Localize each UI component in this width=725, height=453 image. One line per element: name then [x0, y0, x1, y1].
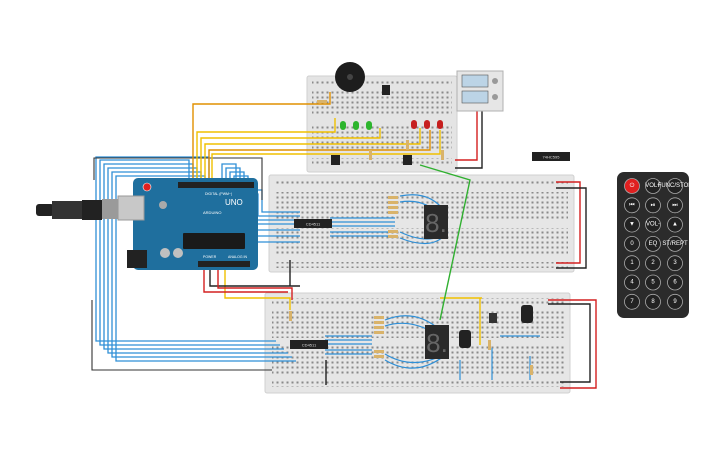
- remote-button-label: ⏯: [651, 202, 656, 208]
- usb-cable: [36, 199, 120, 220]
- transistors[interactable]: [331, 85, 412, 165]
- remote-button[interactable]: 6: [667, 274, 683, 291]
- remote-button[interactable]: 8: [645, 293, 661, 310]
- remote-button[interactable]: ▼: [624, 216, 640, 233]
- lower-digit: 8.: [426, 328, 448, 358]
- upper-seven-segment[interactable]: 8.: [424, 205, 448, 239]
- remote-button-label: 6: [673, 280, 677, 286]
- upper-digit: 8.: [425, 208, 447, 238]
- remote-button[interactable]: VOL+: [645, 178, 661, 194]
- arduino-uno[interactable]: UNO ARDUINO DIGITAL (PWM~) POWER ANALOG …: [117, 178, 258, 270]
- remote-button[interactable]: 3: [667, 255, 683, 272]
- upper-resistor-array: [388, 196, 398, 238]
- remote-button[interactable]: 2: [645, 255, 661, 272]
- wire-power: [203, 105, 597, 389]
- remote-button[interactable]: 5: [645, 274, 661, 291]
- green-leds[interactable]: [340, 121, 372, 130]
- dc-power-supply[interactable]: [456, 70, 504, 112]
- capacitors[interactable]: [459, 305, 533, 348]
- remote-button[interactable]: FUNC/STOP: [658, 178, 693, 194]
- remote-button-label: ⏻: [630, 182, 635, 189]
- remote-button-label: ▲: [672, 222, 678, 228]
- remote-button-label: 1: [630, 260, 634, 266]
- piezo-buzzer[interactable]: [335, 62, 365, 92]
- remote-button-label: ⏭: [672, 202, 678, 208]
- remote-button-label: 2: [651, 260, 655, 266]
- remote-button-label: 3: [673, 260, 677, 266]
- wire-green: [419, 164, 471, 321]
- remote-button-label: EQ: [649, 241, 658, 247]
- remote-button[interactable]: ⏮: [624, 197, 640, 214]
- remote-button[interactable]: ⏭: [667, 197, 683, 214]
- remote-button[interactable]: ⏯: [645, 197, 661, 214]
- remote-button[interactable]: VOL-: [645, 216, 661, 233]
- remote-button[interactable]: ▲: [667, 216, 683, 233]
- remote-button[interactable]: ST/REPT: [662, 235, 688, 252]
- remote-button[interactable]: 0: [624, 235, 640, 252]
- remote-button-label: 0: [630, 241, 634, 247]
- uno-label: UNO: [225, 198, 243, 207]
- remote-button[interactable]: 4: [624, 274, 640, 291]
- remote-button-label: ST/REPT: [662, 241, 688, 247]
- remote-button-label: 9: [673, 299, 677, 305]
- arduino-brand-label: ARDUINO: [203, 210, 221, 215]
- remote-button[interactable]: ⏻: [624, 178, 640, 194]
- remote-button-label: ▼: [629, 222, 635, 228]
- lower-decoder-chip[interactable]: CD4511: [290, 340, 328, 349]
- upper-decoder-chip[interactable]: CD4511: [294, 219, 332, 228]
- remote-button[interactable]: 7: [624, 293, 640, 310]
- remote-button-label: VOL-: [646, 222, 660, 228]
- lower-seven-segment[interactable]: 8.: [425, 325, 449, 359]
- loose-chip-label: 74HC595: [543, 155, 561, 160]
- lower-resistor-array: [289, 311, 533, 375]
- remote-button-label: 5: [651, 280, 655, 286]
- red-leds[interactable]: [411, 120, 443, 129]
- ir-remote[interactable]: ⏻ VOL+FUNC/STOP ⏮ ⏯ ⏭ ▼ VOL- ▲ 0 EQ ST/REPT 1 2 3 4 5 6 7…: [617, 172, 692, 318]
- small-board-resistors: [317, 100, 444, 160]
- wire-black-outer: [91, 157, 272, 371]
- upper-chip-label: CD4511: [306, 222, 321, 227]
- digital-header-label: DIGITAL (PWM~): [205, 192, 232, 196]
- upper-breadboard[interactable]: [268, 174, 575, 273]
- remote-button-label: VOL+: [645, 183, 661, 189]
- remote-button[interactable]: 9: [667, 293, 683, 310]
- remote-button-label: ⏮: [629, 202, 635, 208]
- remote-button[interactable]: 1: [624, 255, 640, 272]
- remote-button-label: 8: [651, 299, 655, 305]
- loose-chip[interactable]: 74HC595: [532, 152, 570, 161]
- remote-button[interactable]: EQ: [645, 235, 661, 252]
- remote-button-label: 4: [630, 280, 634, 286]
- remote-button-label: FUNC/STOP: [658, 183, 693, 189]
- lower-chip-label: CD4511: [302, 343, 317, 348]
- remote-button-label: 7: [630, 299, 634, 305]
- analog-label: ANALOG IN: [228, 255, 248, 259]
- power-label: POWER: [203, 255, 217, 259]
- wire-orange-yellow: [192, 92, 482, 345]
